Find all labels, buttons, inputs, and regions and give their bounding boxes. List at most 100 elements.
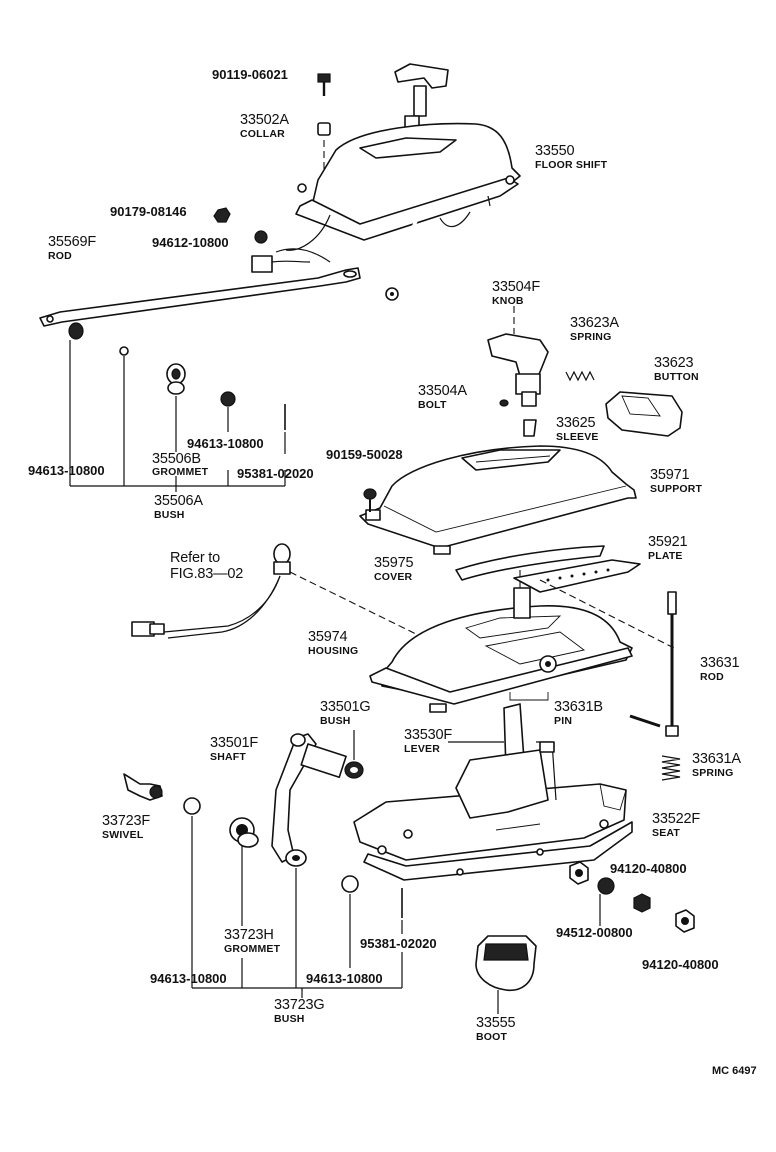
label-33522f: 33522F bbox=[652, 811, 700, 827]
label-94613-10800-d: 94613-10800 bbox=[306, 971, 383, 986]
name-button: BUTTON bbox=[654, 371, 699, 383]
nut-94120-a bbox=[569, 861, 589, 885]
rod-35569f bbox=[39, 267, 361, 327]
label-33723h: 33723H bbox=[224, 927, 274, 943]
shift-connector bbox=[251, 248, 331, 273]
refer-line-2: FIG.83—02 bbox=[170, 566, 244, 582]
name-bush-33723g: BUSH bbox=[274, 1013, 305, 1025]
label-90119-06021: 90119-06021 bbox=[212, 67, 288, 82]
shaft-33501f bbox=[271, 733, 347, 867]
label-95381-02020-a: 95381-02020 bbox=[237, 466, 314, 481]
washer-94613-d bbox=[341, 875, 359, 893]
nut-94512 bbox=[597, 877, 615, 895]
label-33625: 33625 bbox=[556, 415, 596, 431]
label-35506b: 35506B bbox=[152, 451, 201, 467]
label-95381-02020-b: 95381-02020 bbox=[360, 936, 437, 951]
label-33502a: 33502A bbox=[240, 112, 289, 128]
label-33631b: 33631B bbox=[554, 699, 603, 715]
refer-cable bbox=[131, 543, 421, 639]
label-33504f: 33504F bbox=[492, 279, 540, 295]
name-grommet-35506b: GROMMET bbox=[152, 466, 209, 478]
label-35974: 35974 bbox=[308, 629, 348, 645]
screw-90159 bbox=[363, 488, 377, 512]
bush-33501g bbox=[344, 730, 364, 779]
name-housing: HOUSING bbox=[308, 645, 359, 657]
label-33723g: 33723G bbox=[274, 997, 325, 1013]
spring-33631a bbox=[661, 755, 681, 781]
name-floor-shift: FLOOR SHIFT bbox=[535, 159, 608, 171]
name-pin: PIN bbox=[554, 715, 573, 727]
plate-35921 bbox=[513, 559, 641, 593]
label-35506a: 35506A bbox=[154, 493, 203, 509]
label-94120-40800-a: 94120-40800 bbox=[610, 861, 687, 876]
label-94120-40800-b: 94120-40800 bbox=[642, 957, 719, 972]
cover-35975 bbox=[455, 545, 605, 581]
label-33623a: 33623A bbox=[570, 315, 619, 331]
name-sleeve: SLEEVE bbox=[556, 431, 599, 443]
name-cover: COVER bbox=[374, 571, 413, 583]
swivel-33723f bbox=[123, 773, 163, 801]
label-94613-10800-a: 94613-10800 bbox=[28, 463, 105, 478]
label-35975: 35975 bbox=[374, 555, 414, 571]
label-94512-00800: 94512-00800 bbox=[556, 925, 633, 940]
label-33550: 33550 bbox=[535, 143, 575, 159]
name-spring: SPRING bbox=[570, 331, 612, 343]
seat-33522f bbox=[353, 741, 633, 881]
button-33623 bbox=[605, 391, 683, 437]
washer-94612 bbox=[254, 230, 268, 244]
name-spring-33631a: SPRING bbox=[692, 767, 734, 779]
grommet-33723h bbox=[229, 817, 259, 848]
name-boot: BOOT bbox=[476, 1031, 508, 1043]
label-94613-10800-c: 94613-10800 bbox=[150, 971, 227, 986]
label-35971: 35971 bbox=[650, 467, 690, 483]
label-90179-08146: 90179-08146 bbox=[110, 204, 187, 219]
rod-33631 bbox=[665, 591, 679, 737]
label-33501g: 33501G bbox=[320, 699, 371, 715]
boot-33555 bbox=[475, 935, 537, 1014]
housing-35974 bbox=[369, 570, 675, 713]
floor-shift-assembly bbox=[39, 63, 521, 327]
label-33504a: 33504A bbox=[418, 383, 467, 399]
label-94613-10800-b: 94613-10800 bbox=[187, 436, 264, 451]
label-35569f: 35569F bbox=[48, 234, 96, 250]
label-33555: 33555 bbox=[476, 1015, 516, 1031]
name-rod: ROD bbox=[48, 250, 72, 262]
name-plate: PLATE bbox=[648, 550, 683, 562]
name-bolt: BOLT bbox=[418, 399, 447, 411]
label-33530f: 33530F bbox=[404, 727, 452, 743]
name-shaft: SHAFT bbox=[210, 751, 246, 763]
refer-line-1: Refer to bbox=[170, 550, 220, 566]
label-33723f: 33723F bbox=[102, 813, 150, 829]
bolt-33504a bbox=[499, 399, 509, 407]
collar-33502a bbox=[317, 122, 331, 136]
name-collar: COLLAR bbox=[240, 128, 285, 140]
name-grommet-33723h: GROMMET bbox=[224, 943, 281, 955]
bolt-90119 bbox=[317, 73, 331, 96]
label-33623: 33623 bbox=[654, 355, 694, 371]
knob-assembly bbox=[487, 306, 683, 437]
pin-33631b bbox=[629, 714, 661, 728]
name-rod-33631: ROD bbox=[700, 671, 724, 683]
sleeve-33625 bbox=[523, 419, 537, 437]
label-90159-50028: 90159-50028 bbox=[326, 447, 403, 462]
support-35971 bbox=[359, 445, 637, 555]
washer-94613-c bbox=[183, 797, 201, 815]
label-33631: 33631 bbox=[700, 655, 740, 671]
label-94612-10800: 94612-10800 bbox=[152, 235, 229, 250]
floor-shift-housing bbox=[285, 122, 521, 301]
bush-35506-parts bbox=[68, 322, 286, 492]
name-lever: LEVER bbox=[404, 743, 441, 755]
name-swivel: SWIVEL bbox=[102, 829, 144, 841]
name-knob: KNOB bbox=[492, 295, 524, 307]
label-33501f: 33501F bbox=[210, 735, 258, 751]
nut-94120-b bbox=[633, 893, 651, 913]
label-35921: 35921 bbox=[648, 534, 688, 550]
name-bush-35506a: BUSH bbox=[154, 509, 185, 521]
name-seat: SEAT bbox=[652, 827, 681, 839]
spring-33623a bbox=[565, 370, 595, 382]
figure-code: MC 6497 bbox=[712, 1065, 757, 1077]
nut-94120-c bbox=[675, 909, 695, 933]
name-support: SUPPORT bbox=[650, 483, 703, 495]
